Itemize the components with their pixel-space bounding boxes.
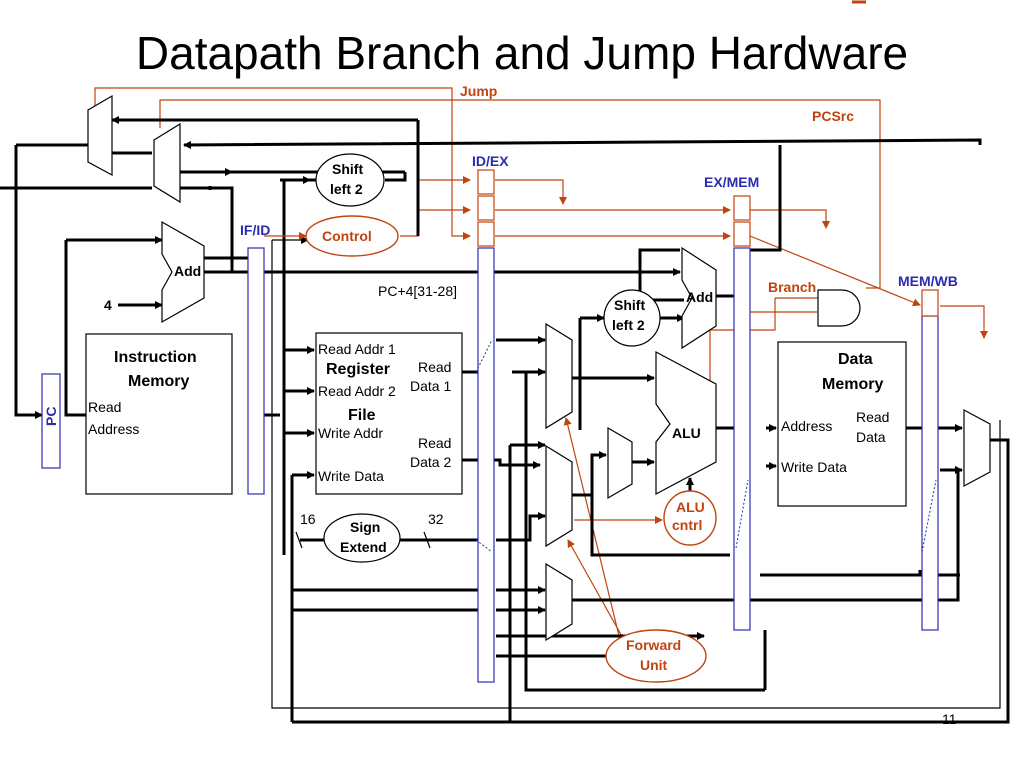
shift-left-top-1: Shift: [332, 161, 363, 177]
forward-unit-2: Unit: [640, 657, 668, 673]
mem-wb-label: MEM/WB: [898, 273, 958, 289]
id-ex-control-2: [477, 195, 495, 221]
mem-wb-register: [921, 315, 939, 631]
id-ex-label: ID/EX: [472, 153, 509, 169]
pc-label: PC: [43, 407, 59, 426]
id-ex-control-3: [477, 221, 495, 247]
sign-extend: [323, 513, 401, 563]
alu-src-a-mux: [545, 322, 573, 430]
alu-src-b-mux: [545, 444, 573, 548]
jump-mux: [87, 94, 113, 177]
writeback-mux: [963, 408, 991, 488]
reg-data-1: Data 1: [410, 378, 451, 394]
alu-control-1: ALU: [676, 499, 705, 515]
pcsrc-label: PCSrc: [812, 108, 854, 124]
alu-control-2: cntrl: [672, 517, 702, 533]
ex-mem-label: EX/MEM: [704, 174, 759, 190]
reg-write-addr: Write Addr: [318, 425, 383, 441]
instruction-memory-read-2: Address: [88, 421, 139, 437]
const-four-label: 4: [104, 297, 112, 313]
reg-title-1: Register: [326, 361, 390, 378]
id-ex-register: [477, 247, 495, 683]
imm-mux: [607, 426, 633, 500]
reg-read-addr-1: Read Addr 1: [318, 341, 396, 357]
instruction-memory-title-1: Instruction: [114, 349, 197, 366]
data-memory-title-2: Memory: [822, 376, 883, 393]
reg-title-2: File: [348, 407, 376, 424]
control-label: Control: [322, 228, 372, 244]
shift-left-ex: [603, 289, 661, 347]
instruction-memory: [85, 333, 233, 495]
reg-read-2: Read: [418, 435, 451, 451]
alu-label: ALU: [672, 425, 701, 441]
id-ex-control-1: [477, 169, 495, 195]
pc-register: [41, 373, 61, 469]
data-wires-thick: [0, 116, 1010, 724]
ex-mem-control-2: [733, 221, 751, 247]
reg-data-2: Data 2: [410, 454, 451, 470]
data-memory-title-1: Data: [838, 351, 873, 368]
data-memory-address: Address: [781, 418, 832, 434]
shift-left-ex-2: left 2: [612, 317, 645, 333]
data-memory-read-1: Read: [856, 409, 889, 425]
if-id-register: [247, 247, 265, 495]
pc4-bits-label: PC+4[31-28]: [378, 283, 457, 299]
jump-label: Jump: [460, 83, 497, 99]
instruction-memory-title-2: Memory: [128, 373, 189, 390]
reg-write-data: Write Data: [318, 468, 384, 484]
ex-mem-register: [733, 247, 751, 631]
data-wires-thin: [271, 236, 1001, 709]
pc-adder: [161, 220, 205, 324]
shift-left-top: [315, 153, 385, 207]
write-reg-mux: [545, 562, 573, 642]
slide-title: Datapath Branch and Jump Hardware: [135, 27, 909, 79]
sign-extend-2: Extend: [340, 539, 387, 555]
mem-wb-control: [921, 289, 939, 317]
shift-left-ex-1: Shift: [614, 297, 645, 313]
page-number: 11: [942, 711, 957, 727]
bits-32-label: 32: [428, 511, 444, 527]
forward-unit: [605, 629, 707, 683]
forward-unit-1: Forward: [626, 637, 681, 653]
register-file: [315, 332, 463, 495]
reg-read-1: Read: [418, 359, 451, 375]
ex-mem-control-1: [733, 195, 751, 221]
bits-16-label: 16: [300, 511, 316, 527]
reg-read-addr-2: Read Addr 2: [318, 383, 396, 399]
sign-extend-1: Sign: [350, 519, 380, 535]
alu-control: [663, 490, 717, 546]
branch-and-gate: [817, 289, 861, 327]
pc-adder-label: Add: [174, 263, 201, 279]
alu: [655, 351, 717, 495]
branch-label: Branch: [768, 279, 816, 295]
data-memory: [777, 341, 907, 507]
pcsrc-mux: [153, 122, 181, 204]
shift-left-top-2: left 2: [330, 181, 363, 197]
branch-adder: [681, 246, 717, 350]
data-memory-read-2: Data: [856, 429, 886, 445]
data-memory-write-data: Write Data: [781, 459, 847, 475]
if-id-label: IF/ID: [240, 222, 270, 238]
instruction-memory-read-1: Read: [88, 399, 121, 415]
branch-adder-label: Add: [686, 289, 713, 305]
